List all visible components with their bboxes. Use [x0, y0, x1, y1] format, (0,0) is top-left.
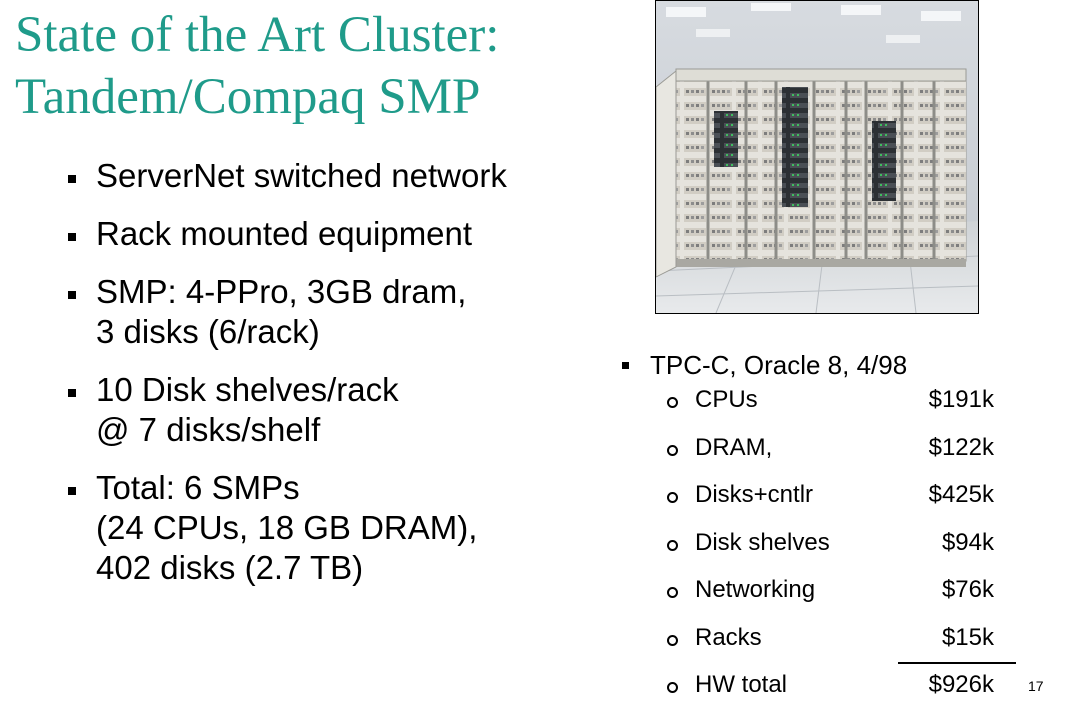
cost-value: $425k	[928, 481, 994, 508]
bullet-text: Rack mounted equipment	[96, 215, 473, 252]
cost-list: CPUs $191k DRAM, $122k Disks+cntlr $425k…	[622, 386, 1042, 719]
tpc-heading: TPC-C, Oracle 8, 4/98	[650, 350, 908, 380]
server-rack-photo	[655, 0, 979, 314]
cost-label: Disk shelves	[695, 528, 830, 556]
bullet-item: 10 Disk shelves/rack @ 7 disks/shelf	[68, 370, 648, 450]
cost-value: $191k	[928, 386, 994, 413]
bullet-text: @ 7 disks/shelf	[96, 411, 321, 448]
cost-row: Disk shelves $94k	[622, 529, 1042, 577]
cost-value: $76k	[941, 576, 994, 603]
bullet-item: Total: 6 SMPs (24 CPUs, 18 GB DRAM), 402…	[68, 468, 648, 588]
circle-bullet-icon	[667, 492, 678, 503]
cost-label: HW total	[695, 671, 788, 698]
cost-value: $94k	[941, 528, 994, 556]
cost-label: CPUs	[695, 386, 758, 413]
cost-label: Disks+cntlr	[695, 481, 814, 508]
circle-bullet-icon	[667, 634, 678, 646]
cost-label: DRAM,	[695, 433, 773, 461]
bullet-text: 10 Disk shelves/rack	[96, 371, 399, 408]
cost-value: $926k	[928, 671, 994, 698]
circle-bullet-icon	[667, 587, 678, 598]
bullet-item: Rack mounted equipment	[68, 214, 648, 254]
cost-label: Racks	[695, 623, 762, 651]
circle-bullet-icon	[667, 539, 678, 551]
page-number: 17	[1028, 678, 1044, 694]
cost-row-total: HW total $926k	[622, 671, 1042, 719]
cost-label: Networking	[695, 576, 816, 603]
title-line-2: Tandem/Compaq SMP	[15, 69, 481, 125]
circle-bullet-icon	[667, 444, 678, 456]
cost-value: $15k	[941, 623, 994, 651]
bullet-text: Total: 6 SMPs	[96, 469, 300, 506]
cost-row: Disks+cntlr $425k	[622, 481, 1042, 529]
cost-row: DRAM, $122k	[622, 434, 1042, 482]
bullet-text: 402 disks (2.7 TB)	[96, 549, 364, 586]
square-bullet-icon	[68, 233, 76, 241]
bullet-text: 3 disks (6/rack)	[96, 313, 320, 350]
cost-row: CPUs $191k	[622, 386, 1042, 434]
circle-bullet-icon	[667, 397, 678, 408]
circle-bullet-icon	[667, 682, 678, 693]
bullet-item: ServerNet switched network	[68, 156, 648, 196]
square-bullet-icon	[68, 291, 76, 299]
square-bullet-icon	[68, 389, 76, 397]
server-rack-image	[656, 1, 978, 313]
slide-title: State of the Art Cluster: Tandem/Compaq …	[15, 4, 499, 128]
sum-divider	[898, 662, 1016, 664]
tpc-cost-section: TPC-C, Oracle 8, 4/98 CPUs $191k DRAM, $…	[622, 348, 1042, 719]
title-line-1: State of the Art Cluster:	[15, 7, 500, 63]
bullet-text: SMP: 4-PPro, 3GB dram,	[96, 273, 467, 310]
bullet-item: SMP: 4-PPro, 3GB dram, 3 disks (6/rack)	[68, 272, 648, 352]
bullet-text: ServerNet switched network	[96, 157, 507, 194]
bullet-list: ServerNet switched network Rack mounted …	[68, 156, 648, 606]
square-bullet-icon	[68, 487, 76, 495]
cost-value: $122k	[928, 433, 994, 461]
square-bullet-icon	[68, 175, 76, 183]
cost-row: Racks $15k	[622, 624, 1042, 672]
square-bullet-icon	[622, 362, 629, 369]
cost-row: Networking $76k	[622, 576, 1042, 624]
bullet-text: (24 CPUs, 18 GB DRAM),	[96, 509, 478, 546]
tpc-heading-item: TPC-C, Oracle 8, 4/98	[622, 348, 1042, 382]
